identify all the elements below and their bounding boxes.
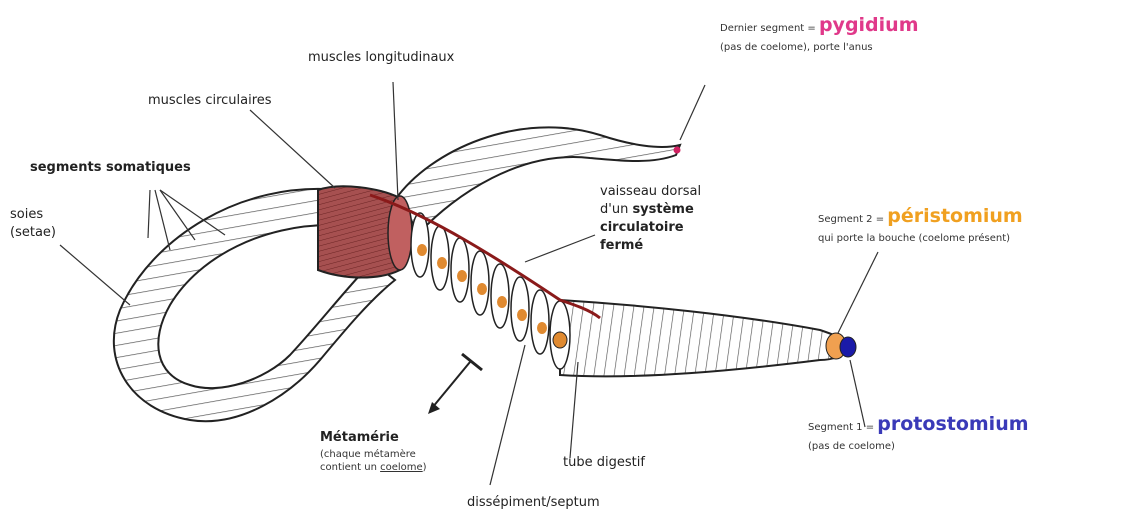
label-pygidium-prefix: Dernier segment =: [720, 23, 819, 34]
label-peristomium-line: Segment 2 = péristomium: [818, 205, 1023, 229]
protostomium-marker: [840, 337, 856, 357]
label-metamerie-note-1: (chaque métamère: [320, 449, 416, 462]
label-peristomium-prefix: Segment 2 =: [818, 214, 887, 225]
label-paren: ): [423, 462, 427, 473]
label-pygidium-note: (pas de coelome), porte l'anus: [720, 42, 873, 55]
label-tube-digestif: tube digestif: [563, 455, 645, 471]
label-muscles-circulaires: muscles circulaires: [148, 93, 272, 109]
label-ferme: fermé: [600, 238, 643, 254]
label-segments-somatiques: segments somatiques: [30, 160, 191, 176]
metamerie-arrow: [432, 362, 470, 408]
label-protostomium: protostomium: [877, 413, 1028, 435]
label-dun: d'un: [600, 202, 632, 217]
label-protostomium-line: Segment 1 = protostomium: [808, 413, 1029, 437]
worm-front-body: [560, 300, 850, 376]
label-setae: (setae): [10, 225, 56, 241]
pygidium-marker: [674, 147, 681, 154]
label-circulatoire: circulatoire: [600, 220, 684, 236]
label-vaisseau-dorsal: vaisseau dorsal: [600, 184, 701, 200]
label-metamerie-note-2: contient un coelome): [320, 462, 427, 475]
label-protostomium-prefix: Segment 1 =: [808, 422, 877, 433]
label-pygidium: pygidium: [819, 14, 919, 36]
label-systeme: système: [632, 202, 693, 217]
label-systeme-line: d'un système: [600, 202, 694, 218]
label-peristomium: péristomium: [887, 205, 1022, 227]
label-contient: contient un: [320, 462, 380, 473]
label-muscles-longitudinaux: muscles longitudinaux: [308, 50, 454, 66]
label-pygidium-line: Dernier segment = pygidium: [720, 14, 919, 38]
label-metamerie: Métamérie: [320, 430, 399, 446]
label-peristomium-note: qui porte la bouche (coelome présent): [818, 233, 1010, 246]
label-soies: soies: [10, 207, 43, 223]
label-coelome: coelome: [380, 462, 423, 473]
label-dissepiment: dissépiment/septum: [467, 495, 600, 511]
label-protostomium-note: (pas de coelome): [808, 441, 895, 454]
